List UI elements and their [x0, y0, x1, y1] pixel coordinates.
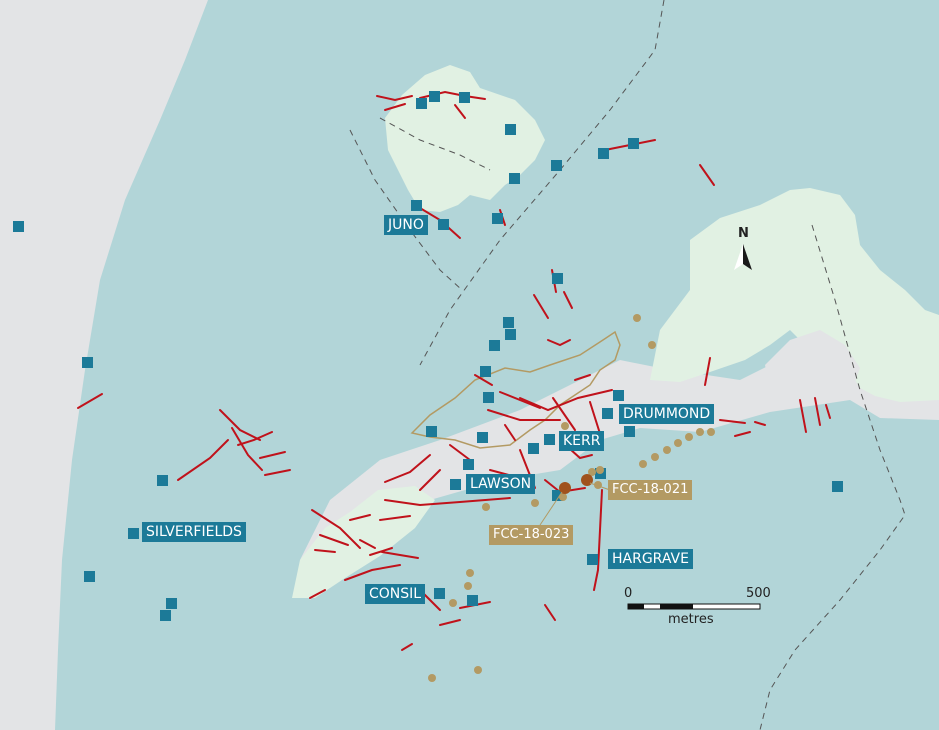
label-silverfields[interactable]: SILVERFIELDS [142, 522, 246, 542]
drillhole-leaders [539, 482, 611, 526]
label-consil[interactable]: CONSIL [365, 584, 426, 604]
label-kerr[interactable]: KERR [559, 431, 605, 451]
scale-start: 0 [624, 586, 633, 601]
outcrop-east [650, 188, 939, 402]
label-fcc-18-023[interactable]: FCC-18-023 [489, 525, 574, 545]
north-label: N [738, 226, 749, 241]
veins [77, 90, 831, 651]
scale-bar-graphic [627, 603, 761, 610]
label-hargrave[interactable]: HARGRAVE [608, 549, 693, 569]
drillhole-collars [428, 314, 715, 682]
label-juno[interactable]: JUNO [384, 215, 428, 235]
label-drummond[interactable]: DRUMMOND [619, 404, 715, 424]
label-lawson[interactable]: LAWSON [466, 474, 536, 494]
scale-end: 500 [746, 586, 771, 601]
east-gray-patch [765, 330, 860, 395]
label-fcc-18-021[interactable]: FCC-18-021 [608, 480, 693, 500]
scale-unit: metres [668, 612, 714, 627]
north-arrow-icon [734, 244, 752, 270]
lake [55, 0, 939, 730]
property-markers [13, 91, 843, 621]
peninsula-land [300, 330, 939, 600]
